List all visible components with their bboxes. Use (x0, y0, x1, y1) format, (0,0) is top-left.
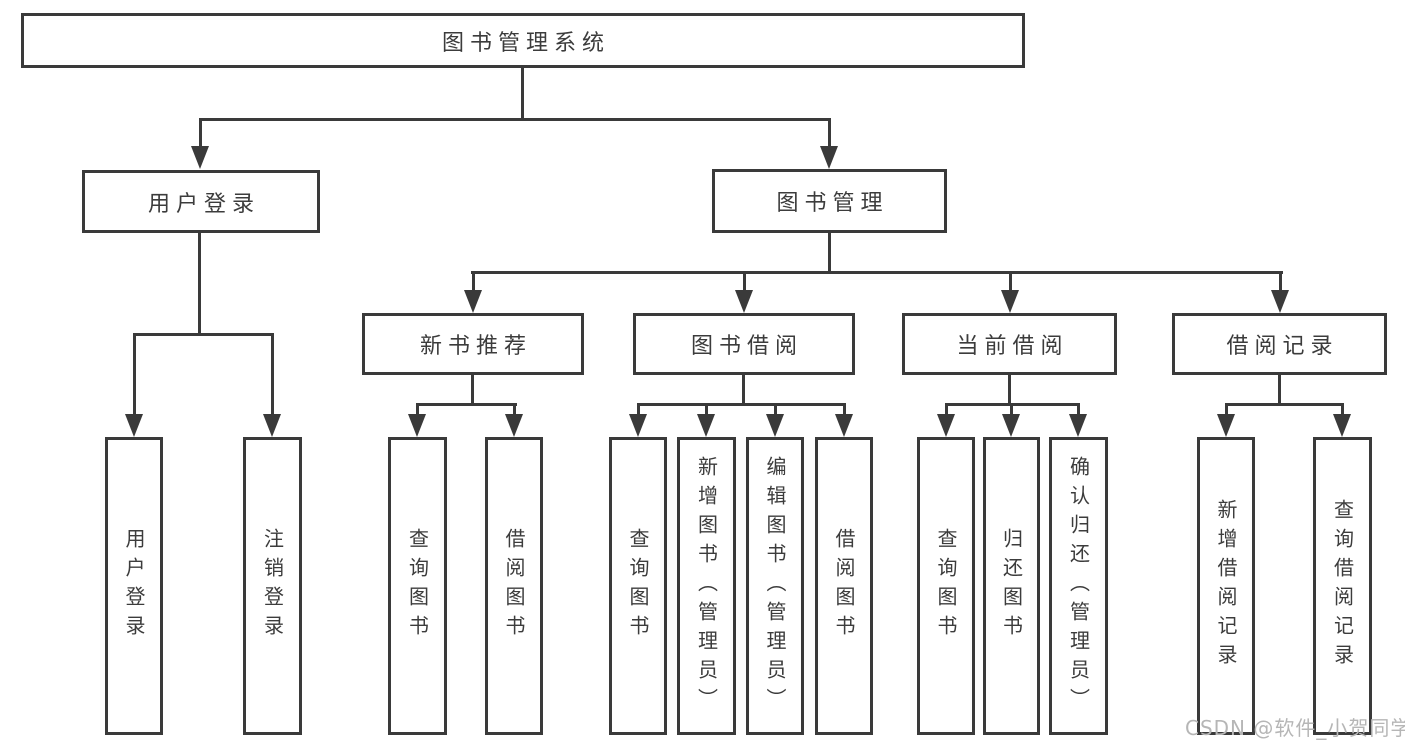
arrow-down-icon (125, 414, 143, 437)
node-new-book-recommend-label: 新书推荐 (419, 334, 532, 359)
leaf-current-confirm-return-admin-label: 确认归还（管理员） (1066, 455, 1091, 717)
leaf-current-return-books-label: 归还图书 (999, 528, 1024, 644)
connector-drop-leaf-user-login (133, 333, 136, 418)
arrow-down-icon (937, 414, 955, 437)
connector-user-login-rail (133, 333, 274, 336)
connector-drop (637, 403, 640, 418)
leaf-recommend-query-books: 查询图书 (388, 437, 447, 735)
arrow-down-icon (464, 290, 482, 313)
leaf-borrowing-borrow-books-label: 借阅图书 (832, 528, 856, 644)
connector-new-book-stub (471, 375, 474, 406)
connector-book-borrow-stub (742, 375, 745, 406)
connector-borrow-records-rail (1225, 403, 1344, 406)
arrow-down-icon (820, 146, 838, 169)
arrow-down-icon (1217, 414, 1235, 437)
connector-drop (843, 403, 846, 418)
connector-drop (416, 403, 419, 418)
leaf-borrowing-query-books: 查询图书 (609, 437, 667, 735)
node-borrowing-records-label: 借阅记录 (1226, 334, 1339, 359)
leaf-borrowing-add-books-admin: 新增图书（管理员） (677, 437, 736, 735)
connector-drop-leaf-logout (271, 333, 274, 418)
arrow-down-icon (735, 290, 753, 313)
leaf-current-query-books: 查询图书 (917, 437, 975, 735)
arrow-down-icon (629, 414, 647, 437)
leaf-records-add-record-label: 新增借阅记录 (1214, 499, 1238, 673)
node-current-borrowing-label: 当前借阅 (956, 334, 1069, 359)
leaf-records-query-record: 查询借阅记录 (1313, 437, 1372, 735)
arrow-down-icon (505, 414, 523, 437)
connector-drop-user-login (199, 118, 202, 152)
connector-book-management-rail (471, 271, 1283, 274)
leaf-user-login: 用户登录 (105, 437, 163, 735)
leaf-user-login-label: 用户登录 (122, 528, 146, 644)
arrow-down-icon (1002, 414, 1020, 437)
connector-root-stub (521, 68, 524, 119)
leaf-borrowing-edit-books-admin-label: 编辑图书（管理员） (763, 455, 787, 717)
connector-drop (945, 403, 948, 418)
connector-root-rail (199, 118, 831, 121)
connector-book-borrow-rail (637, 403, 846, 406)
connector-drop-new-book (472, 271, 475, 295)
node-root-label: 图书管理系统 (441, 30, 610, 56)
arrow-down-icon (1271, 290, 1289, 313)
connector-drop-book-borrow (743, 271, 746, 295)
node-current-borrowing: 当前借阅 (902, 313, 1117, 375)
connector-drop (1225, 403, 1228, 418)
node-new-book-recommend: 新书推荐 (362, 313, 584, 375)
arrow-down-icon (191, 146, 209, 169)
node-book-borrowing: 图书借阅 (633, 313, 855, 375)
node-book-management-label: 图书管理 (776, 191, 889, 216)
node-user-login: 用户登录 (82, 170, 320, 233)
leaf-recommend-borrow-books-label: 借阅图书 (502, 528, 526, 644)
leaf-recommend-query-books-label: 查询图书 (405, 528, 430, 644)
arrow-down-icon (408, 414, 426, 437)
arrow-down-icon (1333, 414, 1351, 437)
watermark: CSDN @软件_小贺同学 (1185, 716, 1405, 740)
connector-borrow-records-stub (1278, 375, 1281, 406)
node-book-borrowing-label: 图书借阅 (690, 334, 803, 359)
leaf-records-add-record: 新增借阅记录 (1197, 437, 1255, 735)
arrow-down-icon (697, 414, 715, 437)
leaf-borrowing-add-books-admin-label: 新增图书（管理员） (694, 455, 719, 717)
connector-current-borrow-stub (1008, 375, 1011, 406)
connector-drop (1341, 403, 1344, 418)
connector-drop-current-borrow (1009, 271, 1012, 295)
leaf-current-return-books: 归还图书 (983, 437, 1040, 735)
node-user-login-label: 用户登录 (147, 191, 260, 217)
node-root: 图书管理系统 (21, 13, 1025, 68)
connector-drop (1010, 403, 1013, 418)
leaf-records-query-record-label: 查询借阅记录 (1330, 499, 1355, 673)
arrow-down-icon (766, 414, 784, 437)
leaf-current-query-books-label: 查询图书 (934, 528, 958, 644)
connector-drop (705, 403, 708, 418)
connector-drop-borrow-records (1279, 271, 1282, 295)
arrow-down-icon (1069, 414, 1087, 437)
node-book-management: 图书管理 (712, 169, 947, 233)
leaf-borrowing-query-books-label: 查询图书 (626, 528, 650, 644)
arrow-down-icon (835, 414, 853, 437)
leaf-logout-label: 注销登录 (260, 528, 285, 644)
leaf-logout: 注销登录 (243, 437, 302, 735)
connector-book-management-stub (828, 233, 831, 274)
leaf-recommend-borrow-books: 借阅图书 (485, 437, 543, 735)
connector-drop (774, 403, 777, 418)
leaf-borrowing-edit-books-admin: 编辑图书（管理员） (746, 437, 804, 735)
leaf-borrowing-borrow-books: 借阅图书 (815, 437, 873, 735)
leaf-current-confirm-return-admin: 确认归还（管理员） (1049, 437, 1108, 735)
arrow-down-icon (1001, 290, 1019, 313)
connector-new-book-rail (416, 403, 517, 406)
node-borrowing-records: 借阅记录 (1172, 313, 1387, 375)
connector-drop (1077, 403, 1080, 418)
arrow-down-icon (263, 414, 281, 437)
connector-drop (513, 403, 516, 418)
connector-user-login-stub (198, 233, 201, 336)
connector-drop-book-management (828, 118, 831, 152)
